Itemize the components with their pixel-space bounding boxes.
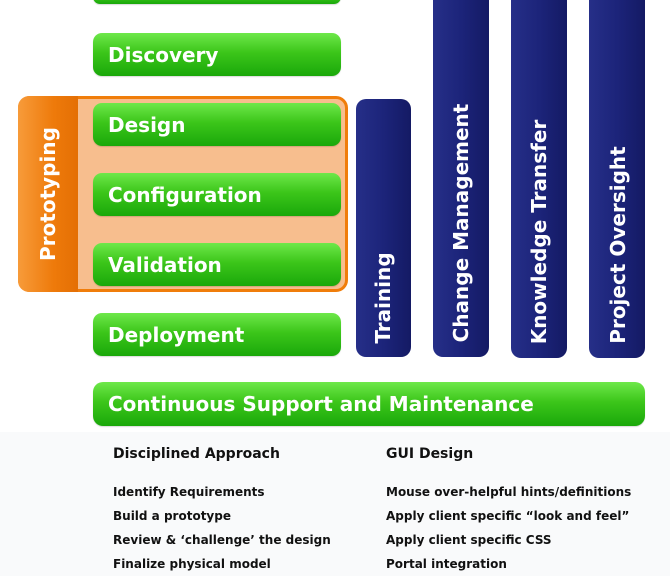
pillar-change-management [433, 0, 489, 357]
stage-deployment-label: Deployment [108, 322, 245, 347]
list-item: Review & ‘challenge’ the design [113, 533, 331, 547]
stage-discovery: Discovery [93, 33, 341, 76]
pillar-project-oversight [589, 0, 645, 358]
continuous-support-bar: Continuous Support and Maintenance [93, 382, 645, 426]
list-item: Mouse over-helpful hints/definitions [386, 485, 632, 499]
stage-validation: Validation [93, 243, 341, 286]
item-list: Mouse over-helpful hints/definitions App… [386, 480, 631, 576]
stage-discovery-label: Discovery [108, 42, 219, 67]
item-list: Identify Requirements Build a prototype … [113, 480, 331, 576]
list-item: Finalize physical model [113, 557, 271, 571]
list-item: Apply client specific CSS [386, 533, 552, 547]
pillar-training [356, 99, 411, 357]
list-item: Portal integration [386, 557, 507, 571]
stage-validation-label: Validation [108, 252, 222, 277]
column-title: Disciplined Approach [113, 446, 280, 462]
prototyping-label: Prototyping [36, 127, 60, 261]
continuous-support-label: Continuous Support and Maintenance [108, 392, 534, 416]
stage-design-label: Design [108, 112, 186, 137]
stage-configuration-label: Configuration [108, 182, 262, 207]
column-gui-design: GUI Design Mouse over-helpful hints/defi… [386, 446, 631, 576]
process-diagram: Discovery Prototyping Design Configurati… [18, 0, 645, 426]
pillar-knowledge-transfer-label: Knowledge Transfer [527, 119, 551, 345]
list-item: Identify Requirements [113, 485, 265, 499]
prototyping-bar [18, 96, 78, 292]
pillar-knowledge-transfer [511, 0, 567, 358]
pillar-change-management-label: Change Management [449, 103, 473, 343]
column-disciplined-approach: Disciplined Approach Identify Requiremen… [113, 446, 331, 576]
list-item: Apply client specific “look and feel” [386, 509, 630, 523]
column-title: GUI Design [386, 446, 474, 462]
stage-design: Design [93, 103, 341, 146]
top-stage-bar-partial [93, 0, 341, 4]
info-panel [0, 432, 670, 576]
pillar-training-label: Training [371, 252, 395, 344]
list-item: Build a prototype [113, 509, 231, 523]
stage-configuration: Configuration [93, 173, 341, 216]
stage-deployment: Deployment [93, 313, 341, 356]
pillar-project-oversight-label: Project Oversight [606, 146, 630, 344]
